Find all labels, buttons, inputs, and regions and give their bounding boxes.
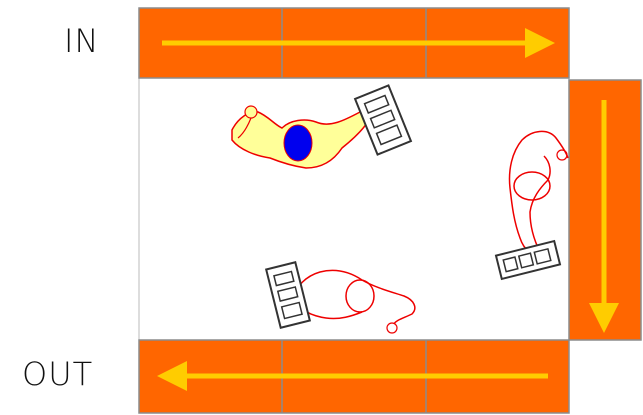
conveyor-out xyxy=(139,340,569,413)
conveyor-in xyxy=(139,8,569,78)
conveyor-side xyxy=(569,80,641,340)
